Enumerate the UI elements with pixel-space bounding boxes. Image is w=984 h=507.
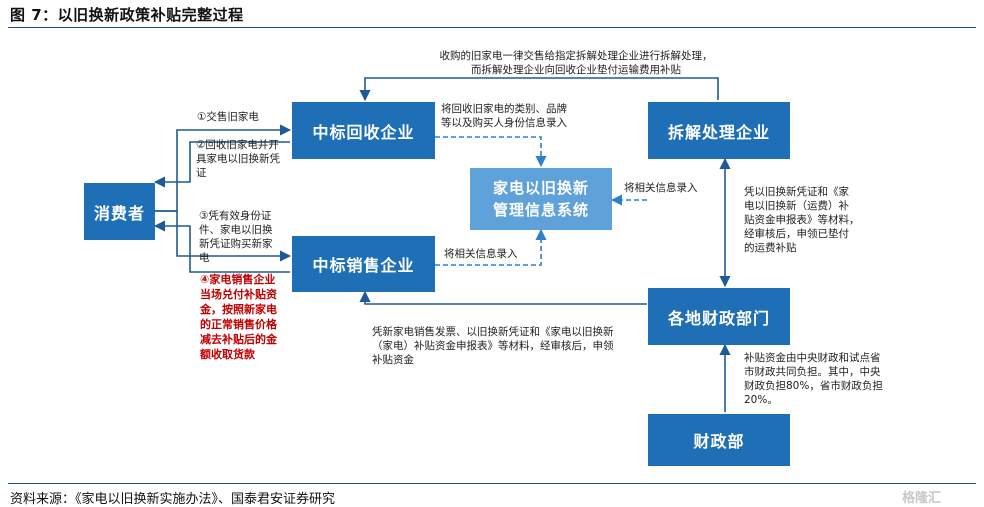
note-step4-line4: 的正常销售价格 — [200, 318, 277, 331]
box-consumer-label: 消费者 — [93, 203, 145, 223]
note-top-line2: 而拆解处理企业向回收企业垫付运输费用补贴 — [471, 64, 681, 76]
dashed-recycler-to-system — [435, 136, 547, 168]
note-top: 收购的旧家电一律交售给指定拆解处理企业进行拆解处理， 而拆解处理企业向回收企业垫… — [396, 49, 756, 77]
note-step4: ④家电销售企业 当场兑付补贴资 金，按照新家电 的正常销售价格 减去补贴后的金 … — [200, 272, 277, 362]
note-dismantler-claim-line1: 凭以旧换新凭证和《家 — [744, 186, 849, 198]
note-funding-line1: 补贴资金由中央财政和试点省 — [744, 352, 881, 364]
note-dismantler-claim-line2: 电以旧换新（运费）补 — [744, 200, 849, 212]
note-dismantler-claim: 凭以旧换新凭证和《家 电以旧换新（运费）补 贴资金申报表》等材料， 经审核后，申… — [744, 185, 860, 255]
note-recycler-info-line1: 将回收旧家电的类别、品牌 — [441, 103, 567, 115]
box-seller: 中标销售企业 — [292, 236, 435, 292]
note-step3-line2: 件、家电以旧换 — [199, 224, 273, 236]
note-seller-claim-line2: （家电）补贴资金申报表》等材料，经审核后，申领 — [372, 340, 614, 352]
note-step1: ①交售旧家电 — [197, 110, 259, 124]
note-funding: 补贴资金由中央财政和试点省 市财政共同负担。其中，中央 财政负担80%，省市财政… — [744, 351, 883, 407]
box-consumer: 消费者 — [84, 183, 155, 240]
figure-source: 资料来源：《家电以旧换新实施办法》、国泰君安证券研究 — [10, 492, 336, 507]
note-step4-line2: 当场兑付补贴资 — [200, 288, 277, 301]
note-recycler-info-line2: 等以及购买人身份信息录入 — [441, 117, 567, 129]
note-top-line1: 收购的旧家电一律交售给指定拆解处理企业进行拆解处理， — [439, 50, 713, 62]
box-local-finance-label: 各地财政部门 — [667, 308, 770, 328]
dashed-seller-to-system — [435, 228, 547, 266]
note-step4-line1: ④家电销售企业 — [200, 273, 276, 286]
note-step3: ③凭有效身份证 件、家电以旧换 新凭证购买新家 电 — [199, 209, 273, 265]
box-info-system: 家电以旧换新 管理信息系统 — [470, 168, 612, 230]
box-recycler: 中标回收企业 — [292, 102, 435, 159]
watermark-text: 格隆汇 — [902, 491, 942, 506]
arrow-consumer-to-seller — [155, 210, 292, 262]
box-local-finance: 各地财政部门 — [648, 288, 790, 345]
box-dismantler: 拆解处理企业 — [648, 102, 790, 159]
arrow-seller-to-consumer — [153, 220, 290, 273]
note-funding-line2: 市财政共同负担。其中，中央 — [744, 366, 881, 378]
note-funding-line4: 20%。 — [744, 394, 778, 406]
bottom-rule — [8, 483, 976, 484]
note-seller-claim: 凭新家电销售发票、以旧换新凭证和《家电以旧换新 （家电）补贴资金申报表》等材料，… — [372, 325, 614, 367]
box-ministry-label: 财政部 — [693, 432, 745, 451]
note-step2-line1: ②回收旧家电并开 — [196, 139, 279, 151]
note-step4-line5: 减去补贴后的金 — [200, 333, 277, 346]
note-dismantler-claim-line3: 贴资金申报表》等材料， — [744, 214, 860, 226]
note-step3-line3: 新凭证购买新家 — [199, 238, 273, 250]
note-dismantler-info-line1: 将相关信息录入 — [624, 182, 698, 194]
top-rule — [8, 27, 976, 28]
figure-title: 图 7：以旧换新政策补贴完整过程 — [10, 6, 244, 24]
note-step1-line1: ①交售旧家电 — [197, 111, 259, 123]
note-funding-line3: 财政负担80%，省市财政负担 — [744, 380, 883, 392]
note-seller-info-line1: 将相关信息录入 — [444, 248, 518, 260]
note-step3-line1: ③凭有效身份证 — [199, 210, 272, 222]
note-dismantler-info: 将相关信息录入 — [624, 181, 698, 195]
arrow-local-finance-to-seller — [359, 290, 647, 305]
note-step4-line6: 额收取货款 — [200, 348, 255, 361]
note-dismantler-claim-line5: 的运费补贴 — [744, 242, 797, 254]
box-recycler-label: 中标回收企业 — [312, 122, 415, 142]
note-step2: ②回收旧家电并开 具家电以旧换新凭 证 — [196, 138, 280, 180]
note-recycler-info: 将回收旧家电的类别、品牌 等以及购买人身份信息录入 — [441, 102, 567, 130]
note-step3-line4: 电 — [199, 252, 210, 264]
arrow-recycler-to-consumer — [153, 141, 290, 188]
box-info-system-line1: 家电以旧换新 — [492, 179, 589, 197]
arrow-dismantler-to-recycler — [359, 77, 719, 102]
note-step4-line3: 金，按照新家电 — [200, 303, 277, 316]
note-seller-claim-line1: 凭新家电销售发票、以旧换新凭证和《家电以旧换新 — [372, 326, 614, 338]
note-dismantler-claim-line4: 经审核后，申领已垫付 — [744, 228, 849, 240]
note-step2-line2: 具家电以旧换新凭 — [196, 153, 280, 165]
note-step2-line3: 证 — [196, 167, 207, 179]
box-info-system-line2: 管理信息系统 — [492, 201, 589, 219]
note-seller-claim-line3: 补贴资金 — [372, 354, 414, 366]
box-ministry: 财政部 — [648, 414, 790, 466]
box-seller-label: 中标销售企业 — [312, 256, 415, 275]
note-seller-info: 将相关信息录入 — [444, 247, 518, 261]
box-dismantler-label: 拆解处理企业 — [667, 122, 770, 142]
